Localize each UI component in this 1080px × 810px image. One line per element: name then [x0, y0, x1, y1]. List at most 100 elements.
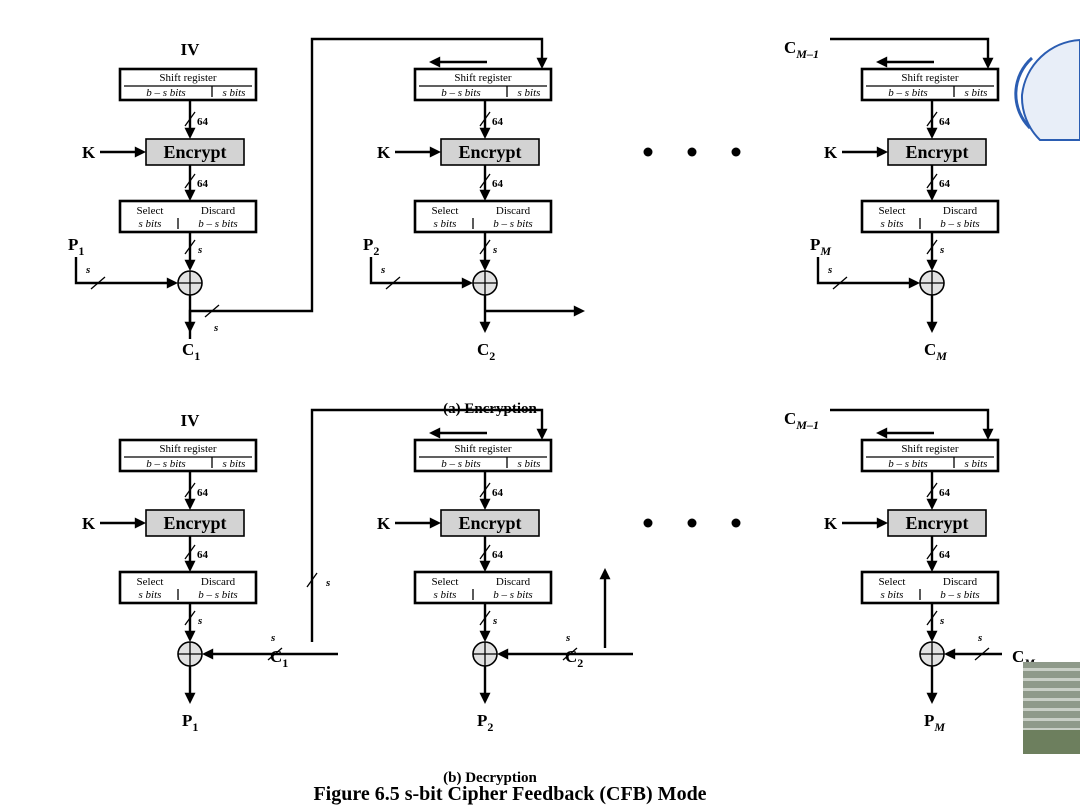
plaintext-label: PM — [924, 711, 945, 734]
arrowhead — [184, 189, 196, 201]
arrowhead — [184, 498, 196, 510]
key-input: K — [377, 143, 441, 162]
encryption-stage-2: Shift register b – s bits s bits 64 EncryptK… — [363, 56, 553, 363]
width-s-label: s — [827, 264, 832, 276]
key-input: K — [824, 143, 888, 162]
ellipsis-dot — [643, 518, 653, 528]
width-64-label: 64 — [197, 116, 209, 128]
s-bits-label: s bits — [965, 87, 988, 99]
arrowhead — [184, 630, 196, 642]
arrowhead — [184, 259, 196, 271]
shift-register-label: Shift register — [901, 72, 958, 84]
arrowhead — [479, 560, 491, 572]
arrowhead — [926, 321, 938, 333]
arrowhead — [536, 57, 548, 69]
shift-register-label: Shift register — [454, 72, 511, 84]
b-minus-s-bits-label: b – s bits — [493, 589, 532, 601]
arrowhead — [461, 277, 473, 289]
width-s-label: s — [85, 264, 90, 276]
shift-direction-arrow — [429, 56, 487, 68]
arrowhead — [429, 517, 441, 529]
key-input: K — [82, 514, 146, 533]
arrowhead — [599, 568, 611, 580]
arrowhead — [876, 427, 888, 439]
ellipsis-dots — [643, 147, 741, 157]
shift-direction-arrow — [876, 56, 934, 68]
arrowhead — [926, 630, 938, 642]
arrowhead — [908, 277, 920, 289]
arrowhead — [184, 127, 196, 139]
b-minus-s-bits-label: b – s bits — [441, 87, 480, 99]
ellipsis-dot — [731, 518, 741, 528]
width-64-label: 64 — [492, 178, 504, 190]
discard-label: Discard — [201, 205, 236, 217]
shift-register-label: Shift register — [159, 443, 216, 455]
encrypt-block: Encrypt — [887, 138, 987, 166]
encrypt-block: Encrypt — [440, 138, 540, 166]
arrowhead — [926, 127, 938, 139]
key-input: K — [377, 514, 441, 533]
select-label: Select — [879, 576, 906, 588]
key-label: K — [377, 514, 391, 533]
arrowhead — [479, 630, 491, 642]
discard-label: Discard — [496, 576, 531, 588]
width-64-label: 64 — [492, 487, 504, 499]
c-m-minus-1-label: CM–1 — [784, 409, 819, 432]
select-label: Select — [432, 205, 459, 217]
plaintext-label: P2 — [477, 711, 493, 734]
arrowhead — [926, 560, 938, 572]
s-bits-label: s bits — [518, 458, 541, 470]
iv-label: IV — [181, 411, 201, 430]
arrowhead — [982, 57, 994, 69]
key-input: K — [824, 514, 888, 533]
arrowhead — [876, 56, 888, 68]
shift-register-label: Shift register — [454, 443, 511, 455]
s-bits-label: s bits — [434, 218, 457, 230]
arrowhead — [926, 259, 938, 271]
xor-gate — [177, 641, 203, 667]
key-input: K — [82, 143, 146, 162]
shift-register-label: Shift register — [901, 443, 958, 455]
arrowhead — [184, 692, 196, 704]
select-label: Select — [137, 205, 164, 217]
xor-gate — [919, 641, 945, 667]
arrowhead — [479, 127, 491, 139]
xor-gate — [472, 641, 498, 667]
width-64-label: 64 — [492, 549, 504, 561]
plaintext-label: P1 — [182, 711, 198, 734]
encrypt-block: Encrypt — [145, 138, 245, 166]
ciphertext-label: C2 — [565, 647, 583, 670]
s-bits-label: s bits — [139, 218, 162, 230]
width-64-label: 64 — [197, 549, 209, 561]
plaintext-label: P2 — [363, 235, 379, 258]
width-s-label: s — [380, 264, 385, 276]
b-minus-s-bits-label: b – s bits — [198, 589, 237, 601]
ciphertext-label: CM — [924, 340, 947, 363]
width-s-label: s — [325, 577, 330, 589]
arrowhead — [944, 648, 956, 660]
b-minus-s-bits-label: b – s bits — [940, 589, 979, 601]
key-label: K — [824, 514, 838, 533]
ellipsis-dot — [731, 147, 741, 157]
xor-gate — [919, 270, 945, 296]
iv-label: IV — [181, 40, 201, 59]
logo-fragment — [1014, 38, 1080, 141]
arrowhead — [184, 560, 196, 572]
encrypt-label: Encrypt — [164, 513, 227, 533]
c-m-minus-1-label: CM–1 — [784, 38, 819, 61]
select-label: Select — [432, 576, 459, 588]
arrowhead — [876, 517, 888, 529]
